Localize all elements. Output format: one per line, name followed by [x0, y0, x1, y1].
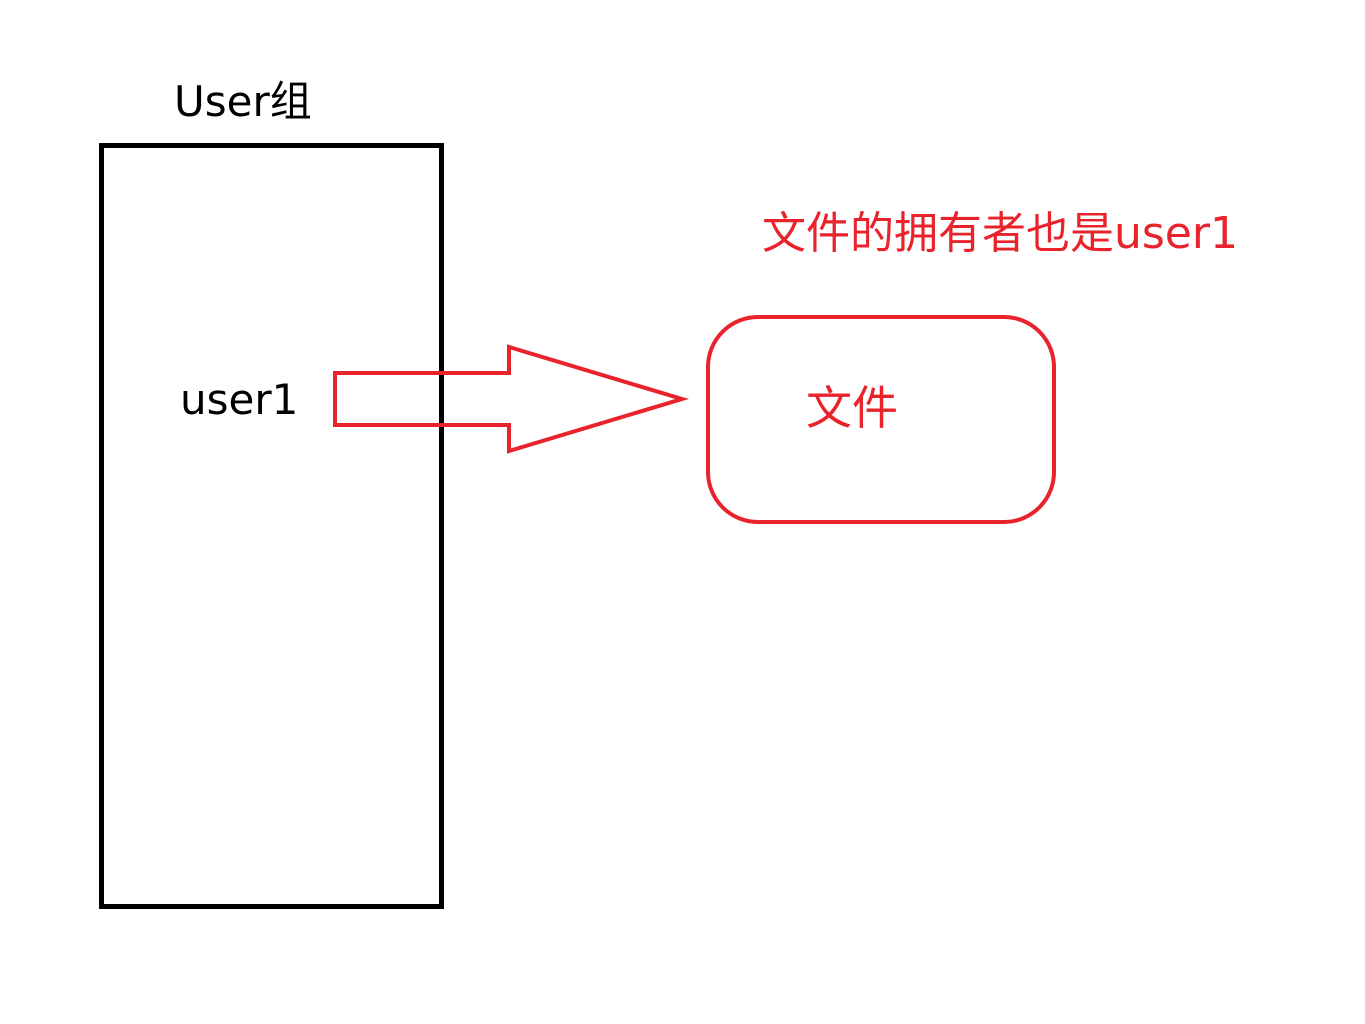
- file-label: 文件: [806, 381, 898, 435]
- file-box: [706, 315, 1056, 524]
- group-title: User组: [174, 77, 312, 126]
- user-group-box: [99, 143, 444, 909]
- group-member-user1: user1: [180, 375, 299, 424]
- owner-note: 文件的拥有者也是user1: [762, 208, 1238, 259]
